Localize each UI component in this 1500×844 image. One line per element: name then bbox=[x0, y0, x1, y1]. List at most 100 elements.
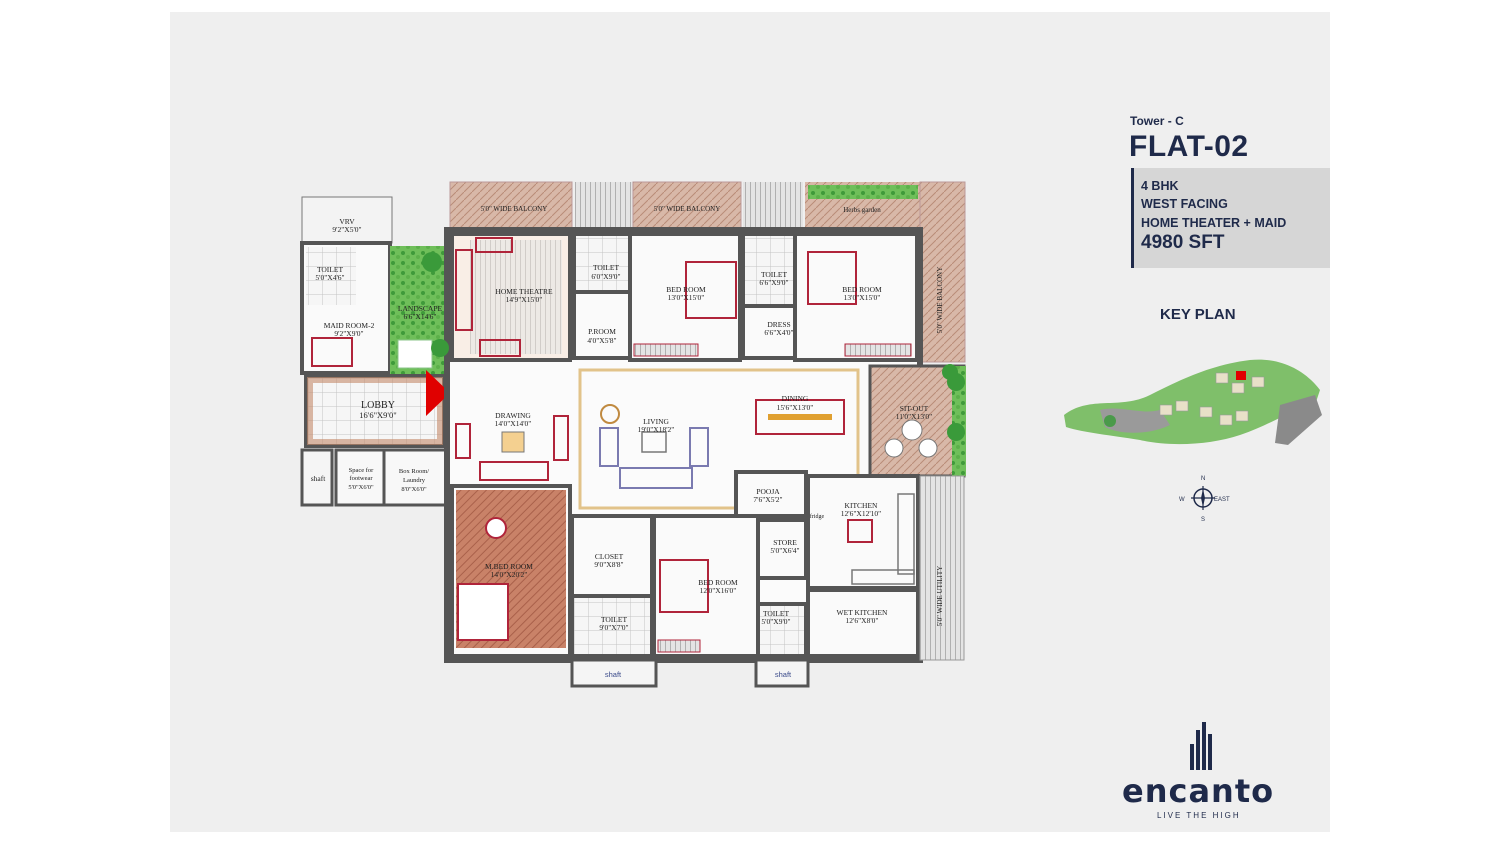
compass-north: N bbox=[1201, 476, 1205, 482]
home-theatre-label: HOME THEATRE bbox=[495, 287, 553, 296]
tree-icon bbox=[942, 364, 958, 380]
toilet-m-size: 9'0"X7'0" bbox=[599, 623, 628, 632]
bed-2-size: 13'0"X15'0" bbox=[844, 293, 881, 302]
home-theatre-floor bbox=[470, 240, 562, 354]
landscape-steps bbox=[397, 339, 433, 369]
kitchen-counter bbox=[851, 569, 915, 585]
herbs-plants bbox=[808, 185, 918, 199]
pooja-room bbox=[734, 470, 808, 518]
sitout-chair-2 bbox=[918, 438, 938, 458]
wet-kitchen-room bbox=[806, 588, 920, 658]
closet-room bbox=[570, 514, 654, 598]
utility-strip bbox=[919, 475, 965, 661]
compass-west: W bbox=[1179, 497, 1185, 503]
balcony-deck-mid bbox=[575, 182, 633, 230]
bed-1-wardrobe bbox=[633, 343, 699, 357]
balcony-deck-2 bbox=[632, 181, 742, 231]
kitchen-counter-side bbox=[897, 493, 915, 575]
vrv-size: 9'2"X5'0" bbox=[332, 225, 361, 234]
encanto-logo-icon bbox=[1190, 722, 1212, 770]
tree-icon bbox=[422, 252, 442, 272]
shaft-2-label: shaft bbox=[775, 670, 792, 679]
spec-facing: WEST FACING bbox=[1141, 197, 1228, 211]
landscape-label: LANDSCAPE bbox=[398, 304, 443, 313]
bed-3-room bbox=[652, 514, 760, 658]
bed-3-label: BED ROOM bbox=[698, 578, 738, 587]
dining-label: DINING bbox=[782, 394, 809, 403]
drawing-table bbox=[501, 431, 525, 453]
bed-1-size: 13'0"X15'0" bbox=[668, 293, 705, 302]
box-room-size: 8'0"X6'0" bbox=[401, 486, 427, 493]
maid-toilet-tile bbox=[306, 247, 356, 305]
p-room-size: 4'0"X5'8" bbox=[587, 336, 616, 345]
shaft-1-label: shaft bbox=[605, 670, 622, 679]
store-size: 5'0"X6'4" bbox=[770, 546, 799, 555]
drawing-sofa bbox=[479, 461, 549, 481]
kitchen-size: 12'6"X12'10" bbox=[841, 509, 882, 518]
bed-1-room bbox=[628, 232, 742, 362]
spec-bhk: 4 BHK bbox=[1141, 179, 1179, 193]
pooja-size: 7'6"X5'2" bbox=[753, 495, 782, 504]
living-table bbox=[641, 431, 667, 453]
drawing-label: DRAWING bbox=[495, 411, 531, 420]
lobby-label: LOBBY bbox=[361, 400, 395, 411]
compass-east: EAST bbox=[1214, 497, 1230, 503]
balcony-deck-1 bbox=[449, 181, 573, 231]
living-label: LIVING bbox=[643, 417, 669, 426]
p-room-label: P.ROOM bbox=[588, 327, 616, 336]
fridge-label: fridge bbox=[810, 513, 825, 520]
wet-kitchen-label: WET KITCHEN bbox=[837, 608, 888, 617]
m-bed-table bbox=[485, 517, 507, 539]
living-sofa-bottom bbox=[619, 467, 693, 489]
bed-2-bed bbox=[807, 251, 857, 305]
living-sofa-left bbox=[599, 427, 619, 467]
balcony-2-label: 5'0" WIDE BALCONY bbox=[654, 205, 721, 213]
theatre-sofa bbox=[475, 237, 513, 253]
box-room-label-2: Laundry bbox=[403, 477, 426, 484]
drawing-size: 14'0"X14'0" bbox=[495, 419, 532, 428]
theatre-seat-row bbox=[479, 339, 521, 357]
box-room-box bbox=[382, 448, 448, 507]
herbs-label: Herbs garden bbox=[843, 206, 881, 214]
toilet-b2-size: 6'6"X9'0" bbox=[759, 278, 788, 287]
living-size: 19'0"X18'2" bbox=[638, 425, 675, 434]
footwear-size: 5'0"X6'0" bbox=[348, 484, 374, 491]
maid-room-size: 9'2"X9'0" bbox=[334, 329, 363, 338]
theatre-seat bbox=[455, 249, 473, 331]
landscape-size: 6'6"X14'6" bbox=[404, 312, 437, 321]
closet-label: CLOSET bbox=[595, 552, 624, 561]
bed-1-label: BED ROOM bbox=[666, 285, 706, 294]
bed-3-size: 12'0"X16'0" bbox=[700, 586, 737, 595]
lobby-border bbox=[307, 377, 443, 445]
kitchen-label: KITCHEN bbox=[845, 501, 878, 510]
store-label: STORE bbox=[773, 538, 797, 547]
dining-size: 15'6"X13'0" bbox=[777, 403, 814, 412]
spec-area: 4980 SFT bbox=[1141, 232, 1225, 253]
balcony-right-deck bbox=[919, 181, 966, 363]
spec-extras: HOME THEATER + MAID bbox=[1141, 216, 1287, 230]
vrv-area bbox=[301, 196, 393, 244]
footwear-label-2: footwear bbox=[349, 475, 373, 482]
toilet-b3-size: 5'0"X9'0" bbox=[761, 617, 790, 626]
spec-box: 4 BHK WEST FACING HOME THEATER + MAID 49… bbox=[1131, 168, 1330, 268]
dress-label: DRESS bbox=[767, 320, 790, 329]
dining-table bbox=[755, 399, 845, 435]
toilet-maid-label: TOILET bbox=[317, 265, 344, 274]
footwear-label-1: Space for bbox=[349, 467, 375, 474]
wet-kitchen-size: 12'6"X8'0" bbox=[846, 616, 879, 625]
brand-name: encanto bbox=[1122, 772, 1275, 810]
p-room bbox=[572, 290, 632, 360]
dining-runner bbox=[768, 414, 832, 420]
living-chair bbox=[600, 404, 620, 424]
sitout-plants bbox=[952, 366, 966, 476]
tower-label: Tower - C bbox=[1130, 114, 1184, 128]
lobby-size: 16'6"X9'0" bbox=[359, 410, 396, 420]
toilet-maid-size: 5'0"X4'6" bbox=[315, 273, 344, 282]
drawing-chair-r bbox=[553, 415, 569, 461]
m-bed-size: 14'0"X20'2" bbox=[491, 570, 528, 579]
pooja-label: POOJA bbox=[756, 487, 780, 496]
sitout-chair-1 bbox=[884, 438, 904, 458]
entry-arrow bbox=[426, 370, 450, 416]
toilet-ht-label: TOILET bbox=[593, 263, 620, 272]
shaft-1-box bbox=[570, 658, 658, 688]
